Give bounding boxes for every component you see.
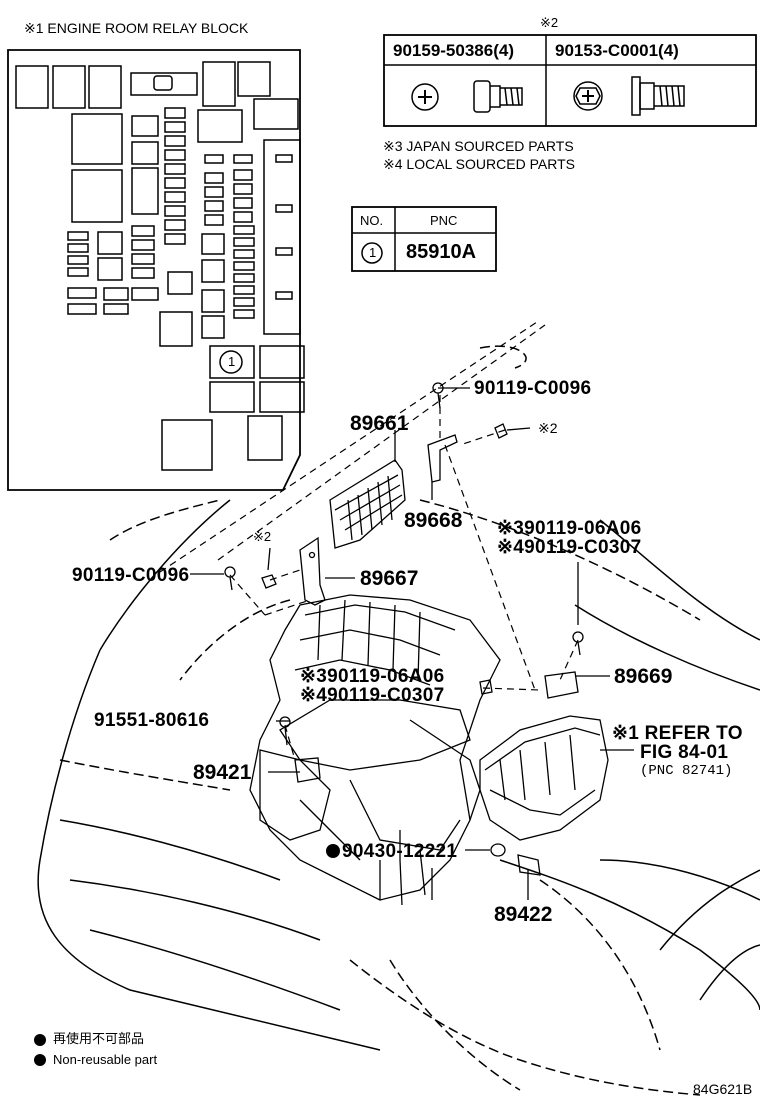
junction-box-drawing [479,715,609,841]
callout-89661: 89661 [350,412,409,435]
bolts-col-2: 90153-C0001(4) [555,41,679,60]
pnc-header-no: NO. [360,213,384,228]
note-japan-sourced: ※3 JAPAN SOURCED PARTS [383,138,574,154]
legend-jp-text: 再使用不可部品 [53,1032,145,1047]
relay-block-drawing [7,49,305,491]
callout-lines-drawing [190,387,634,900]
pnc-row-value: 85910A [406,241,477,263]
callout-91551-80616: 91551-80616 [94,710,210,731]
engine-drawing [249,594,501,906]
ecu-89661-drawing [329,459,406,549]
note-local-sourced: ※4 LOCAL SOURCED PARTS [383,156,575,172]
figure-code: 84G621B [693,1081,753,1097]
callout-90119-c0307-right: ※490119-C0307 [497,537,642,558]
callout-90119-c0307-mid: ※490119-C0307 [300,685,445,706]
callout-89421: 89421 [193,761,252,784]
callout-89667: 89667 [360,567,419,590]
bolts-table-drawing [383,34,757,127]
callout-refer-line1: ※1 REFER TO [612,723,743,744]
callout-89668: 89668 [404,509,463,532]
callout-note2-right: ※2 [538,420,558,436]
pnc-table-drawing [351,206,497,272]
legend-bullet-jp [34,1034,46,1046]
callout-90430-12221: 90430-12221 [342,841,458,862]
callout-90119-06a06-mid: ※390119-06A06 [300,666,445,687]
callout-refer-line3: (PNC 82741) [640,763,733,779]
relay-block-title: ※1 ENGINE ROOM RELAY BLOCK [24,20,249,36]
callout-89422: 89422 [494,903,553,926]
relay-position-marker: 1 [228,354,236,369]
callout-90119-c0096-top: 90119-C0096 [474,378,592,399]
leader-lines-drawing [159,319,579,761]
bolts-col-1: 90159-50386(4) [393,41,514,60]
callout-note2-left: ※2 [253,529,272,544]
callout-90119-c0096-left: 90119-C0096 [72,565,190,586]
bolts-table-note: ※2 [540,15,559,30]
vehicle-body-drawing [37,345,760,1096]
non-reusable-marker [326,844,340,858]
callout-90119-06a06-right: ※390119-06A06 [497,518,642,539]
legend-bullet-en [34,1054,46,1066]
legend-en-text: Non-reusable part [53,1052,158,1067]
fasteners-drawing [224,382,584,876]
pnc-header-pnc: PNC [430,213,458,228]
callout-89669: 89669 [614,665,673,688]
callout-refer-line2: FIG 84-01 [640,742,729,763]
pnc-row-no: 1 [369,245,377,260]
